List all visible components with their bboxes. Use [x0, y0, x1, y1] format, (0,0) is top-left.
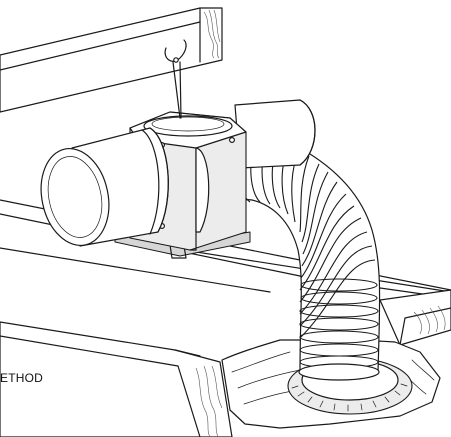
upper-joist [0, 7, 223, 113]
register-teeth [291, 383, 408, 412]
bottom-left-beam [0, 321, 233, 437]
inlet-duct [40, 127, 169, 247]
hanger-strap [164, 39, 187, 119]
caption-text: ETHOD [0, 371, 43, 385]
rear-duct [234, 99, 316, 169]
joist-end-grain [203, 9, 221, 59]
beam-end-grain [413, 305, 446, 335]
right-beam [379, 289, 451, 346]
bottom-beam-end-grain [195, 365, 223, 437]
